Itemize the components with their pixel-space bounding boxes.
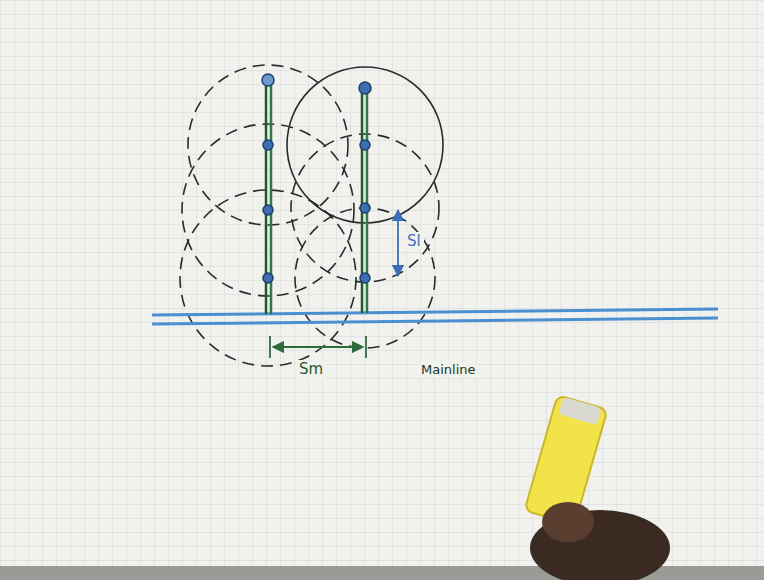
wetted-circle — [188, 65, 348, 225]
dimension-arrow — [270, 336, 366, 358]
wetted-circle — [180, 190, 356, 366]
mainline-pipe — [152, 309, 718, 324]
dimension-label: Sm — [296, 360, 326, 379]
lateral-pipes — [266, 80, 367, 313]
wetted-circle — [182, 124, 354, 296]
wetted-circle — [287, 67, 443, 223]
dimension-label: Sl — [404, 232, 424, 251]
sprinkler-heads — [262, 74, 371, 283]
wetted-circle — [295, 208, 435, 348]
wetted-circle — [291, 134, 439, 282]
dimension-arrow — [397, 210, 399, 276]
marker-pen — [524, 395, 670, 580]
pipe-label: Mainline — [418, 362, 479, 378]
